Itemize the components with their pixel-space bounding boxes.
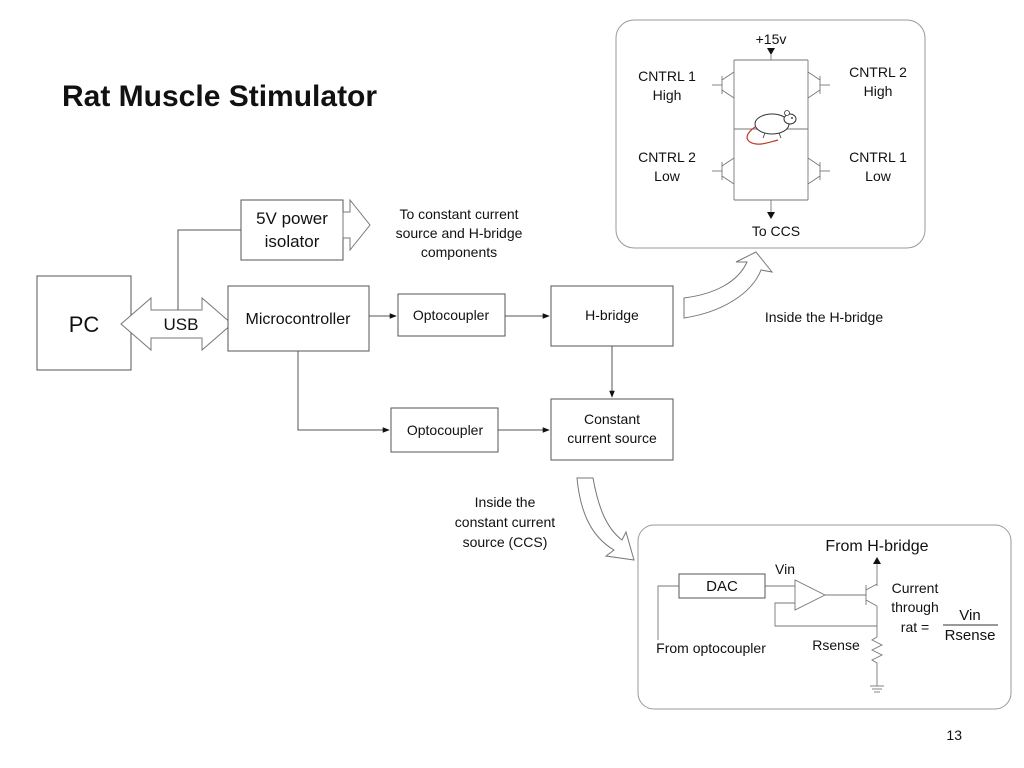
power-wire <box>177 229 241 310</box>
power-destination-1: To constant current <box>399 206 518 222</box>
transistor-q1 <box>712 71 735 99</box>
q1-label-1: CNTRL 1 <box>638 68 696 84</box>
power-destination-2: source and H-bridge <box>396 225 523 241</box>
dac-label: DAC <box>706 578 738 595</box>
inside-ccs-label-3: source (CCS) <box>463 534 548 550</box>
from-optocoupler-label: From optocoupler <box>656 640 766 656</box>
transistor-q2 <box>807 71 830 99</box>
transistor-q3 <box>712 157 735 185</box>
pc-block <box>36 275 132 371</box>
ground-icon <box>870 685 884 693</box>
dac-block <box>678 573 766 599</box>
vin-label: Vin <box>775 561 795 577</box>
optocoupler-top-label: Optocoupler <box>413 307 490 323</box>
dac-input-wire <box>657 585 679 640</box>
current-label-3: rat = <box>901 619 929 635</box>
q3-label-1: CNTRL 2 <box>638 149 696 165</box>
power-isolator-label-1: 5V power <box>256 209 328 228</box>
rsense-resistor <box>870 636 884 686</box>
inside-ccs-label-2: constant current <box>455 514 555 530</box>
power-isolator-block <box>240 199 344 261</box>
hbridge-label: H-bridge <box>585 307 639 323</box>
power-isolator-label-2: isolator <box>265 232 320 251</box>
rat-icon <box>746 110 797 145</box>
q2-label-1: CNTRL 2 <box>849 64 907 80</box>
opamp-symbol <box>794 579 827 611</box>
ccs-block <box>550 398 674 461</box>
ccs-detail-arrow <box>576 477 635 561</box>
pc-label: PC <box>69 312 100 337</box>
from-hbridge-label: From H-bridge <box>825 538 928 555</box>
supply-label: +15v <box>756 31 787 47</box>
inside-hbridge-label: Inside the H-bridge <box>765 309 884 325</box>
supply-arrow <box>767 48 775 55</box>
q4-label-1: CNTRL 1 <box>849 149 907 165</box>
collector-arrow <box>873 557 881 564</box>
inside-ccs-label-1: Inside the <box>475 494 536 510</box>
ccs-label-2: current source <box>567 430 657 446</box>
transistor-q4 <box>807 157 830 185</box>
optocoupler-bottom-label: Optocoupler <box>407 422 484 438</box>
q3-label-2: Low <box>654 168 681 184</box>
q4-label-2: Low <box>865 168 892 184</box>
microcontroller-label: Microcontroller <box>246 311 352 328</box>
ccs-label-1: Constant <box>584 411 640 427</box>
hbridge-block <box>550 285 674 347</box>
optocoupler-top-block <box>397 293 506 337</box>
page-number: 13 <box>946 727 962 743</box>
power-destination-3: components <box>421 244 497 260</box>
microcontroller-block <box>227 285 370 352</box>
bjt-collector <box>865 583 878 591</box>
rsense-label: Rsense <box>812 637 860 653</box>
output-arrow <box>767 212 775 219</box>
feedback-wire <box>774 602 877 627</box>
current-label-1: Current <box>892 580 939 596</box>
formula-denominator: Rsense <box>945 627 996 644</box>
q1-label-2: High <box>653 87 682 103</box>
ccs-detail-panel <box>637 524 1012 710</box>
q2-label-2: High <box>864 83 893 99</box>
formula-numerator: Vin <box>959 607 980 624</box>
optocoupler-bottom-block <box>390 407 499 453</box>
slide-title: Rat Muscle Stimulator <box>62 80 377 113</box>
output-label: To CCS <box>752 223 800 239</box>
wire-micro-to-optocoupler-bottom <box>297 351 390 433</box>
current-label-2: through <box>891 599 938 615</box>
bjt-emitter <box>865 599 878 607</box>
usb-label: USB <box>164 315 199 334</box>
hbridge-detail-arrow <box>683 251 774 319</box>
power-output-arrow <box>342 198 371 252</box>
